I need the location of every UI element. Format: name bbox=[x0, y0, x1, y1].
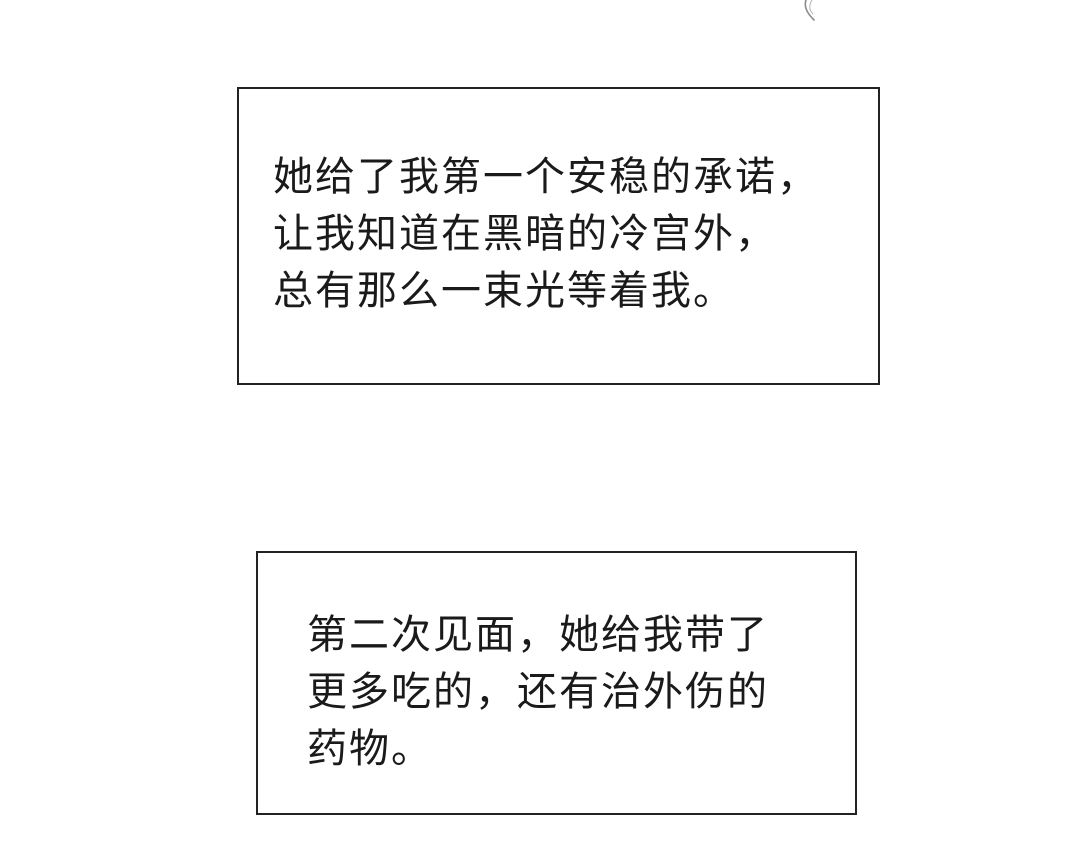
caption-text-1: 她给了我第一个安稳的承诺， 让我知道在黑暗的冷宫外， 总有那么一束光等着我。 bbox=[273, 149, 819, 320]
caption-box-2: 第二次见面，她给我带了 更多吃的，还有治外伤的 药物。 bbox=[256, 551, 857, 815]
caption-line: 让我知道在黑暗的冷宫外， bbox=[273, 211, 777, 257]
caption-line: 第二次见面，她给我带了 bbox=[307, 612, 769, 658]
hair-stroke-fragment bbox=[804, 0, 815, 21]
caption-line: 她给了我第一个安稳的承诺， bbox=[273, 154, 819, 200]
caption-box-1: 她给了我第一个安稳的承诺， 让我知道在黑暗的冷宫外， 总有那么一束光等着我。 bbox=[237, 87, 880, 385]
caption-line: 总有那么一束光等着我。 bbox=[273, 268, 735, 314]
caption-text-2: 第二次见面，她给我带了 更多吃的，还有治外伤的 药物。 bbox=[307, 607, 769, 778]
caption-line: 更多吃的，还有治外伤的 bbox=[307, 669, 769, 715]
caption-line: 药物。 bbox=[307, 726, 433, 772]
